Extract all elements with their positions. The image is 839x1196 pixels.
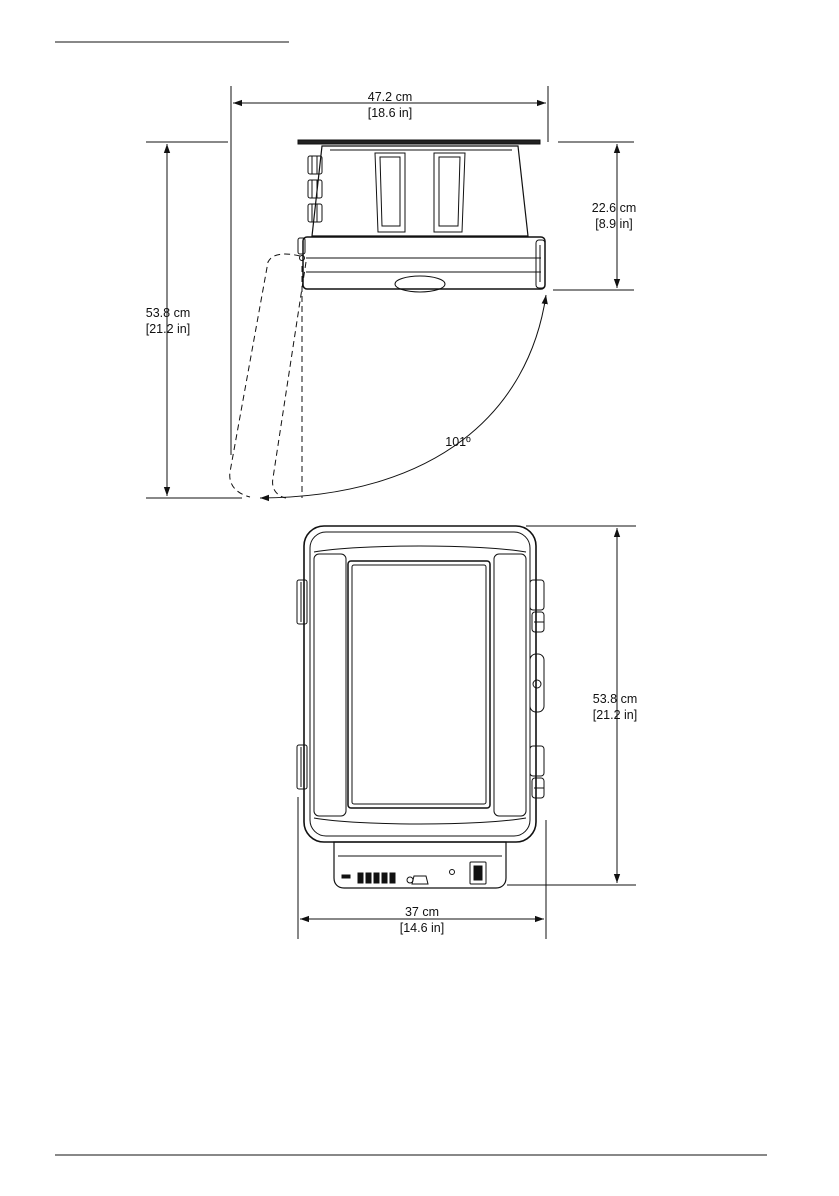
front-view-labels: 53.8 cm [21.2 in] 37 cm [14.6 in] [400, 692, 637, 935]
front-height-cm-label: 53.8 cm [593, 692, 637, 706]
door-swing-arc [260, 295, 546, 498]
front-height-in-label: [21.2 in] [593, 708, 637, 722]
depth-cm-label: 22.6 cm [592, 201, 636, 215]
front-width-in-label: [14.6 in] [400, 921, 444, 935]
left-side-frame [314, 554, 346, 816]
rear-housing [312, 146, 528, 236]
door-closed [303, 237, 545, 289]
right-side-frame [494, 554, 526, 816]
top-height-in-label: [21.2 in] [146, 322, 190, 336]
enclosure-body [304, 526, 536, 842]
depth-in-label: [8.9 in] [595, 217, 633, 231]
front-width-cm-label: 37 cm [405, 905, 439, 919]
door-angle-label: 101º [445, 435, 471, 449]
door-open-outline [230, 254, 306, 498]
display-window [348, 561, 490, 808]
connector-pins [342, 873, 395, 883]
top-width-cm-label: 47.2 cm [368, 90, 412, 104]
right-latches [530, 580, 544, 798]
mounting-plate [298, 140, 540, 144]
front-view [297, 526, 636, 939]
top-height-cm-label: 53.8 cm [146, 306, 190, 320]
top-view [146, 86, 634, 498]
top-width-in-label: [18.6 in] [368, 106, 412, 120]
left-hinges [297, 580, 307, 789]
hinge-left [298, 238, 305, 254]
